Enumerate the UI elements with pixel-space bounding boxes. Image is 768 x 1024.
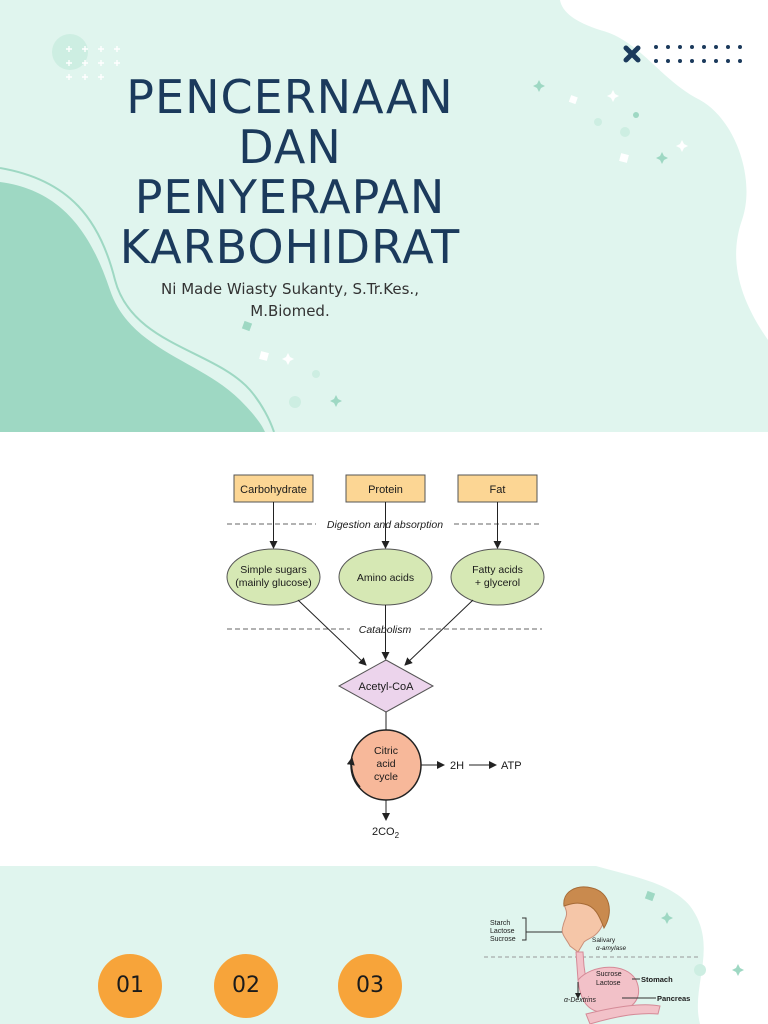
- fat-label: Fat: [490, 484, 506, 496]
- citric-acid-cycle-node: Citric acid cycle: [346, 729, 422, 801]
- pancreas-label: Pancreas: [657, 994, 690, 1003]
- cycle-label-line: cycle: [374, 771, 398, 783]
- simple-sugars-node: Simple sugars (mainly glucose): [226, 548, 321, 606]
- white-blob-shape: [596, 866, 768, 1024]
- amino-acids-label: Amino acids: [357, 572, 414, 584]
- cycle-arrow: [346, 757, 361, 788]
- teal-blob-shape: [0, 182, 265, 432]
- output-atp-label: ATP: [501, 760, 522, 772]
- mouth-input-label: Sucrose: [490, 936, 516, 943]
- dot-grid-pattern: [654, 45, 742, 63]
- sparkle-decoration: [533, 80, 688, 164]
- cycle-label-line: acid: [376, 758, 395, 770]
- metabolism-flow-diagram: Carbohydrate Protein Fat Digestion and a…: [226, 474, 545, 840]
- stomach-content-label: Sucrose: [596, 971, 622, 978]
- title-line: PENYERAPAN: [134, 170, 446, 224]
- title-slide-background: [0, 0, 768, 432]
- output-2h-label: 2H: [450, 760, 464, 772]
- cycle-label-line: Citric: [374, 745, 398, 757]
- fatty-acids-node: Fatty acids + glycerol: [450, 548, 545, 606]
- plus-grid-pattern: [66, 46, 120, 80]
- label-bracket: [522, 917, 562, 941]
- mouth-input-label: Lactose: [490, 928, 515, 935]
- protein-label: Protein: [368, 484, 403, 496]
- stomach-content-label: Lactose: [596, 980, 621, 987]
- stomach-label: Stomach: [641, 975, 673, 984]
- arrow: [404, 599, 474, 666]
- saliva-sublabel: α-amylase: [596, 945, 626, 952]
- author-name: Ni Made Wiasty Sukanty, S.Tr.Kes., M.Bio…: [120, 278, 460, 322]
- pancreas-shape: [585, 1004, 661, 1024]
- presentation-title: PENCERNAAN DAN PENYERAPAN KARBOHIDRAT: [60, 72, 520, 272]
- acetyl-coa-label: Acetyl-CoA: [358, 681, 414, 693]
- fatty-acids-label: Fatty acids: [472, 564, 523, 576]
- simple-sugars-sublabel: (mainly glucose): [235, 577, 311, 589]
- arrow: [297, 599, 367, 666]
- title-line: DAN: [238, 120, 342, 174]
- metabolism-diagram-slide: Carbohydrate Protein Fat Digestion and a…: [0, 432, 768, 866]
- sparkle-decoration: [241, 320, 342, 408]
- fatty-acids-sublabel: + glycerol: [475, 577, 520, 589]
- section-03-button[interactable]: 03: [338, 954, 402, 1018]
- fat-box: Fat: [457, 474, 538, 503]
- stomach-shape: [577, 966, 639, 1014]
- outline-curve-shape: [0, 167, 275, 432]
- simple-sugars-label: Simple sugars: [240, 564, 307, 576]
- hair-shape: [563, 886, 610, 930]
- white-blob-shape: [560, 0, 768, 340]
- output-co2-label: 2CO2: [372, 826, 400, 840]
- sparkle-decoration: [644, 890, 744, 976]
- amino-acids-node: Amino acids: [338, 548, 433, 606]
- author-line: M.Biomed.: [250, 302, 330, 320]
- protein-box: Protein: [345, 474, 426, 503]
- title-line: PENCERNAAN: [126, 70, 454, 124]
- overview-slide-background: Starch Lactose Sucrose Salivary α-amylas…: [484, 866, 768, 1024]
- dextrins-label: α-Dextrins: [564, 997, 596, 1004]
- faint-circle-shape: [52, 34, 88, 70]
- section-01-button[interactable]: 01: [98, 954, 162, 1018]
- title-line: KARBOHIDRAT: [119, 220, 461, 274]
- section-02-button[interactable]: 02: [214, 954, 278, 1018]
- author-line: Ni Made Wiasty Sukanty, S.Tr.Kes.,: [161, 280, 419, 298]
- overview-slide: Starch Lactose Sucrose Salivary α-amylas…: [0, 866, 768, 1024]
- saliva-label: Salivary: [592, 937, 616, 944]
- digestive-tract-illustration: Starch Lactose Sucrose Salivary α-amylas…: [484, 886, 700, 1024]
- x-mark-icon: [623, 45, 641, 63]
- carbohydrate-label: Carbohydrate: [240, 484, 307, 496]
- carbohydrate-box: Carbohydrate: [233, 474, 314, 503]
- mouth-input-label: Starch: [490, 920, 510, 927]
- title-slide: PENCERNAAN DAN PENYERAPAN KARBOHIDRAT Ni…: [0, 0, 768, 432]
- acetyl-coa-node: Acetyl-CoA: [337, 659, 435, 713]
